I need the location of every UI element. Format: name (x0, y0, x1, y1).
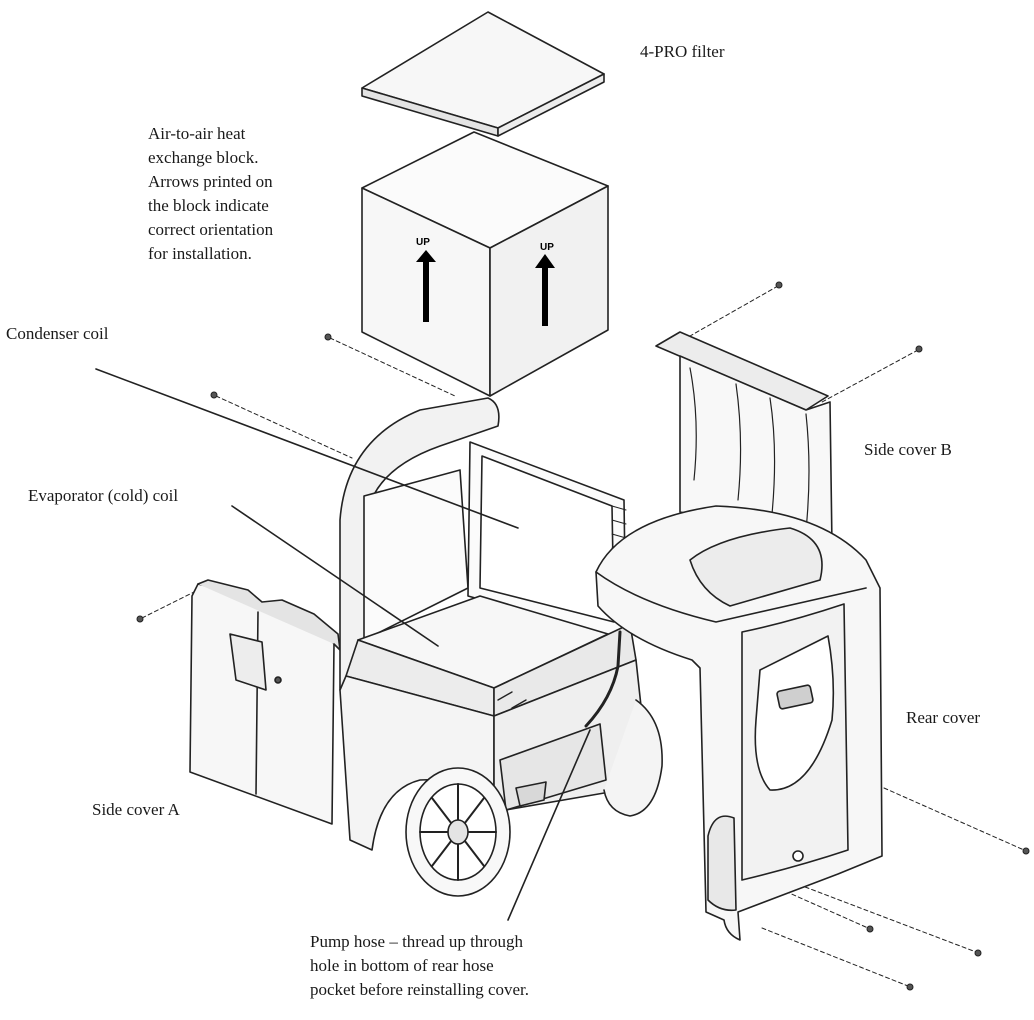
label-filter: 4-PRO filter (640, 42, 725, 61)
label-evaporator-coil: Evaporator (cold) coil (28, 486, 179, 505)
screws (136, 281, 1030, 991)
rear-cover (595, 505, 883, 941)
leader-lines (95, 368, 591, 921)
side-cover-a (189, 579, 341, 825)
label-side-cover-a: Side cover A (92, 800, 180, 819)
heat-exchange-block: UP UP (361, 131, 609, 397)
unit-body (339, 397, 663, 897)
label-heat-exchanger: Air-to-air heat exchange block. Arrows p… (148, 124, 274, 263)
label-condenser-coil: Condenser coil (6, 324, 109, 343)
up-arrow-icon (535, 254, 555, 326)
up-marking-right: UP (540, 242, 554, 253)
up-marking-left: UP (416, 237, 430, 248)
up-arrow-icon (416, 250, 436, 322)
leader-evaporator (231, 505, 439, 647)
filter-panel (361, 11, 605, 137)
leader-pump-hose (507, 729, 591, 921)
label-rear-cover: Rear cover (906, 708, 981, 727)
label-side-cover-b: Side cover B (864, 440, 952, 459)
leader-condenser (95, 368, 519, 529)
label-pump-hose: Pump hose – thread up through hole in bo… (310, 932, 530, 999)
